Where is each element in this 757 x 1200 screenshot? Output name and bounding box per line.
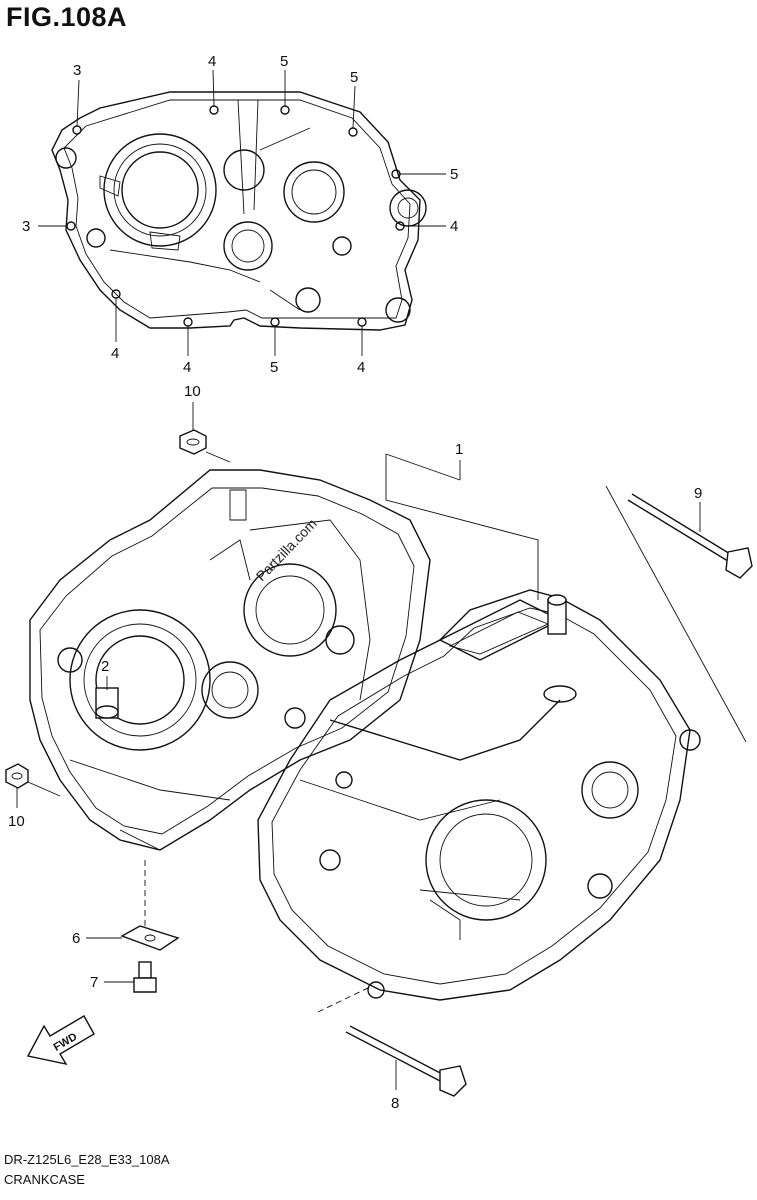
bolt-8 [345, 1025, 467, 1097]
callout-5: 5 [280, 53, 288, 70]
leader-10-top-b [205, 451, 231, 463]
callout-4: 4 [183, 359, 191, 376]
callout-3: 3 [22, 218, 30, 235]
callout-1: 1 [455, 441, 463, 458]
callout-9: 9 [694, 485, 702, 502]
plate-6 [120, 925, 180, 951]
leader-8-dash [317, 985, 373, 1013]
crankcase-right-half [257, 589, 701, 1001]
callout-8: 8 [391, 1095, 399, 1112]
nut-10-left [5, 763, 29, 789]
callout-3: 3 [73, 62, 81, 79]
callout-4: 4 [357, 359, 365, 376]
leader-9-diag [605, 485, 747, 743]
crankcase-left-half [29, 469, 431, 851]
callout-10: 10 [8, 813, 25, 830]
leader-10-left-b [27, 781, 61, 797]
callout-2: 2 [101, 658, 109, 675]
diagram-code: DR-Z125L6_E28_E33_108A [4, 1152, 170, 1167]
part-callouts: 1 2 6 7 8 9 10 10 [8, 383, 702, 1112]
bolt-7 [133, 961, 157, 993]
leader-1-top [385, 453, 461, 481]
callout-5: 5 [270, 359, 278, 376]
callout-7: 7 [90, 974, 98, 991]
diagram-name: CRANKCASE [4, 1172, 85, 1187]
top-view-callouts: 3 4 5 5 5 3 4 4 4 5 4 [22, 53, 458, 376]
callout-4: 4 [111, 345, 119, 362]
fwd-arrow: FWD [26, 1015, 95, 1066]
callout-4: 4 [450, 218, 458, 235]
callout-5: 5 [350, 69, 358, 86]
nut-10-top [179, 429, 207, 455]
bolt-9 [627, 493, 753, 579]
leader-1 [385, 454, 539, 600]
callout-10: 10 [184, 383, 201, 400]
callout-4: 4 [208, 53, 216, 70]
callout-6: 6 [72, 930, 80, 947]
crankcase-top-view [51, 91, 427, 331]
figure-title: FIG.108A [6, 2, 128, 32]
callout-5: 5 [450, 166, 458, 183]
top-view-leaders [38, 69, 446, 356]
